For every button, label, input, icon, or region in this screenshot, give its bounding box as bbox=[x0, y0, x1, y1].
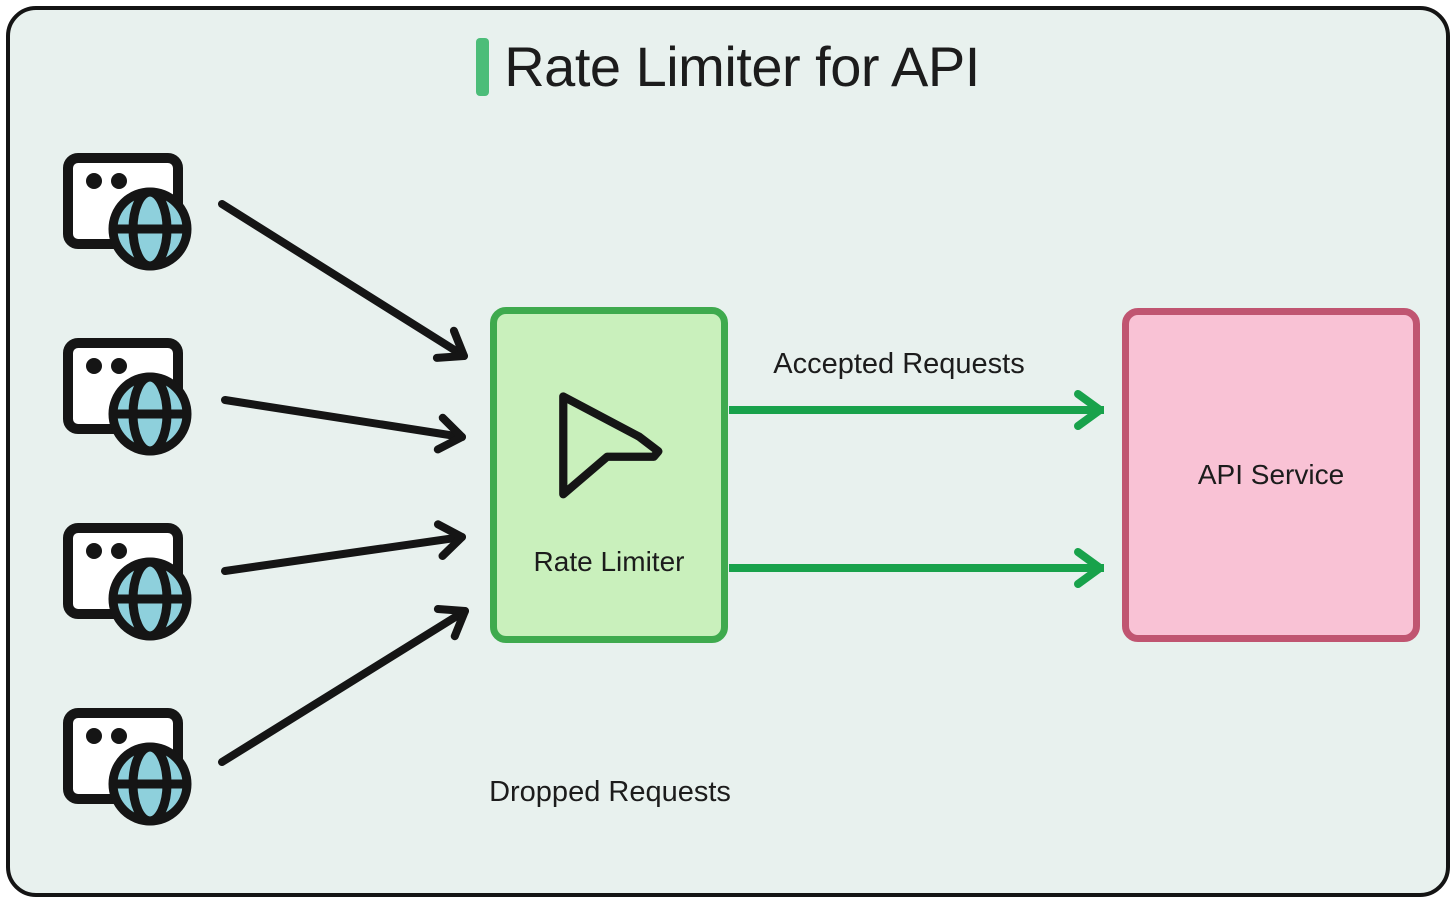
rate-limiter-label: Rate Limiter bbox=[533, 546, 685, 577]
browser-globe-icon bbox=[63, 708, 192, 826]
api-service-node: API Service bbox=[1122, 308, 1420, 642]
client-list bbox=[62, 152, 196, 829]
globe-icon bbox=[108, 557, 192, 641]
api-service-label: API Service bbox=[1197, 459, 1345, 490]
browser-globe-icon bbox=[63, 153, 192, 271]
client-browser-icon bbox=[62, 522, 196, 644]
title-accent-bar bbox=[476, 37, 490, 96]
client-browser-icon bbox=[62, 707, 196, 829]
dropped-requests-label: Dropped Requests bbox=[489, 776, 731, 808]
globe-icon bbox=[108, 742, 192, 826]
browser-globe-icon bbox=[63, 338, 192, 456]
globe-icon bbox=[108, 372, 192, 456]
funnel-icon bbox=[559, 392, 663, 499]
browser-globe-icon bbox=[63, 523, 192, 641]
accepted-requests-label: Accepted Requests bbox=[773, 348, 1025, 380]
page-title: Rate Limiter for API bbox=[504, 35, 980, 98]
globe-icon bbox=[108, 187, 192, 271]
rate-limiter-node: Rate Limiter bbox=[490, 307, 728, 643]
title-block: Rate Limiter for API bbox=[0, 34, 1456, 99]
client-browser-icon bbox=[62, 152, 196, 274]
client-browser-icon bbox=[62, 337, 196, 459]
